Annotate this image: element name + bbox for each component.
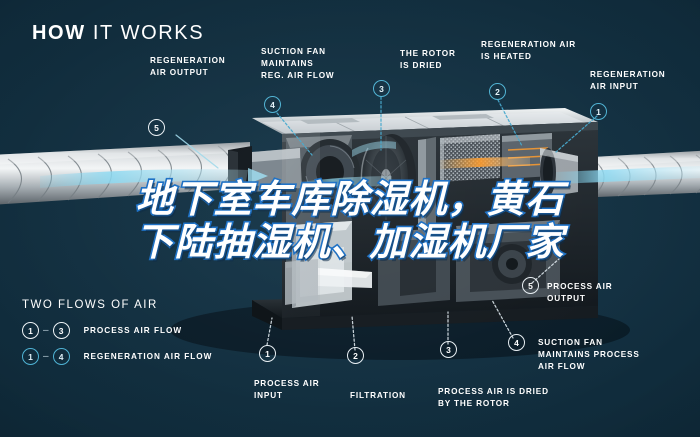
legend-label-regeneration-air-flow: REGENERATION AIR FLOW [83,352,213,361]
page-title-light: IT WORKS [92,22,205,44]
legend-label-process-air-flow: PROCESS AIR FLOW [83,326,183,335]
legend-title: TWO FLOWS OF AIR [22,299,158,311]
legend-circle-from-1-cyan: 1 [22,348,39,365]
callout-label-regeneration-air-heated: REGENERATION AIR IS HEATED [481,40,577,61]
legend-row-regeneration-air-flow: 1 – 4 REGENERATION AIR FLOW [22,348,212,365]
heater-block [502,133,552,179]
legend: TWO FLOWS OF AIR 1 – 3 PROCESS AIR FLOW … [22,299,212,374]
watermark-line-1: 地下室车库除湿机，黄石 [134,176,565,222]
callout-number-regeneration-air-input[interactable]: 1 [590,103,607,120]
callout-label-suction-fan-reg: SUCTION FAN MAINTAINS REG. AIR FLOW [261,47,335,80]
callout-label-regeneration-air-output: REGENERATION AIR OUTPUT [150,56,226,77]
callout-number-rotor-is-dried[interactable]: 3 [373,80,390,97]
legend-circle-to-4: 4 [52,348,70,365]
callout-label-suction-fan-process: SUCTION FAN MAINTAINS PROCESS AIR FLOW [538,338,640,371]
callout-number-regeneration-air-output[interactable]: 5 [148,119,165,136]
callout-number-suction-fan-process[interactable]: 4 [508,334,525,351]
callout-number-process-air-input[interactable]: 1 [259,345,276,362]
filter-panel [440,134,500,182]
page-title-bold: HOW [32,22,86,44]
callout-number-filtration[interactable]: 2 [347,347,364,364]
callout-label-process-air-output: PROCESS AIR OUTPUT [547,282,613,303]
callout-number-process-air-dried[interactable]: 3 [440,341,457,358]
callout-label-rotor-is-dried: THE ROTOR IS DRIED [400,49,456,70]
legend-circle-to-3: 3 [52,322,70,339]
callout-label-filtration: FILTRATION [350,391,406,400]
callout-number-suction-fan-reg[interactable]: 4 [264,96,281,113]
callout-label-process-air-input: PROCESS AIR INPUT [254,379,320,400]
callout-label-regeneration-air-input: REGENERATION AIR INPUT [590,70,666,91]
legend-circle-from-1: 1 [22,322,39,339]
callout-label-process-air-dried: PROCESS AIR IS DRIED BY THE ROTOR [438,387,549,408]
chinese-watermark-overlay: 地下室车库除湿机，黄石 下陆抽湿机、加湿机厂家 [0,176,700,265]
callout-number-process-air-output[interactable]: 5 [522,277,539,294]
legend-row-process-air-flow: 1 – 3 PROCESS AIR FLOW [22,322,212,339]
watermark-line-2: 下陆抽湿机、加湿机厂家 [134,219,565,265]
legend-dash-cyan: – [43,351,49,362]
airflow-arrows [40,141,700,192]
callout-number-regeneration-air-heated[interactable]: 2 [489,83,506,100]
page-title: HOW IT WORKS [32,22,204,45]
legend-dash: – [43,325,49,336]
